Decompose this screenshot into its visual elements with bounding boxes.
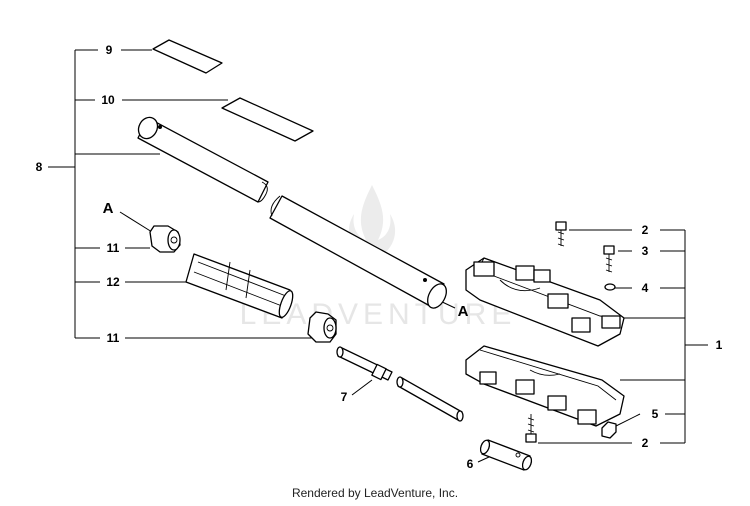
label-5: 5 xyxy=(652,407,659,421)
label-2-upper: 2 xyxy=(642,223,649,237)
upper-clamp xyxy=(465,257,625,347)
screw-3 xyxy=(603,245,615,273)
reference-a-left: A xyxy=(103,200,114,217)
bracket-8 xyxy=(48,49,312,339)
label-4: 4 xyxy=(642,281,649,295)
bushing-11-lower xyxy=(307,311,337,343)
main-tube xyxy=(269,195,447,309)
decal-10 xyxy=(221,97,314,142)
coupling-6 xyxy=(479,439,533,471)
bracket-1 xyxy=(620,229,708,444)
label-1: 1 xyxy=(716,338,723,352)
nut-5 xyxy=(601,421,617,439)
decal-9 xyxy=(152,39,223,74)
label-11-lower: 11 xyxy=(107,331,120,345)
drive-shaft-7 xyxy=(336,346,464,422)
screw-2-upper xyxy=(555,221,567,247)
screw-2-lower xyxy=(525,414,537,443)
footer-credit: Rendered by LeadVenture, Inc. xyxy=(291,486,459,500)
upper-tube-front xyxy=(137,116,269,203)
label-10: 10 xyxy=(101,93,115,107)
label-8: 8 xyxy=(36,160,43,174)
label-9: 9 xyxy=(106,43,113,57)
leader-lines xyxy=(119,211,641,463)
lower-clamp xyxy=(465,345,625,427)
label-6: 6 xyxy=(467,457,474,471)
bushing-11-upper xyxy=(149,225,181,253)
reference-a-right: A xyxy=(458,303,469,320)
label-11-upper: 11 xyxy=(107,241,120,255)
drive-liner-12 xyxy=(185,253,294,319)
label-7: 7 xyxy=(341,390,348,404)
label-2-lower: 2 xyxy=(642,436,649,450)
label-12: 12 xyxy=(106,275,120,289)
washer-4 xyxy=(604,283,616,291)
label-3: 3 xyxy=(642,244,649,258)
